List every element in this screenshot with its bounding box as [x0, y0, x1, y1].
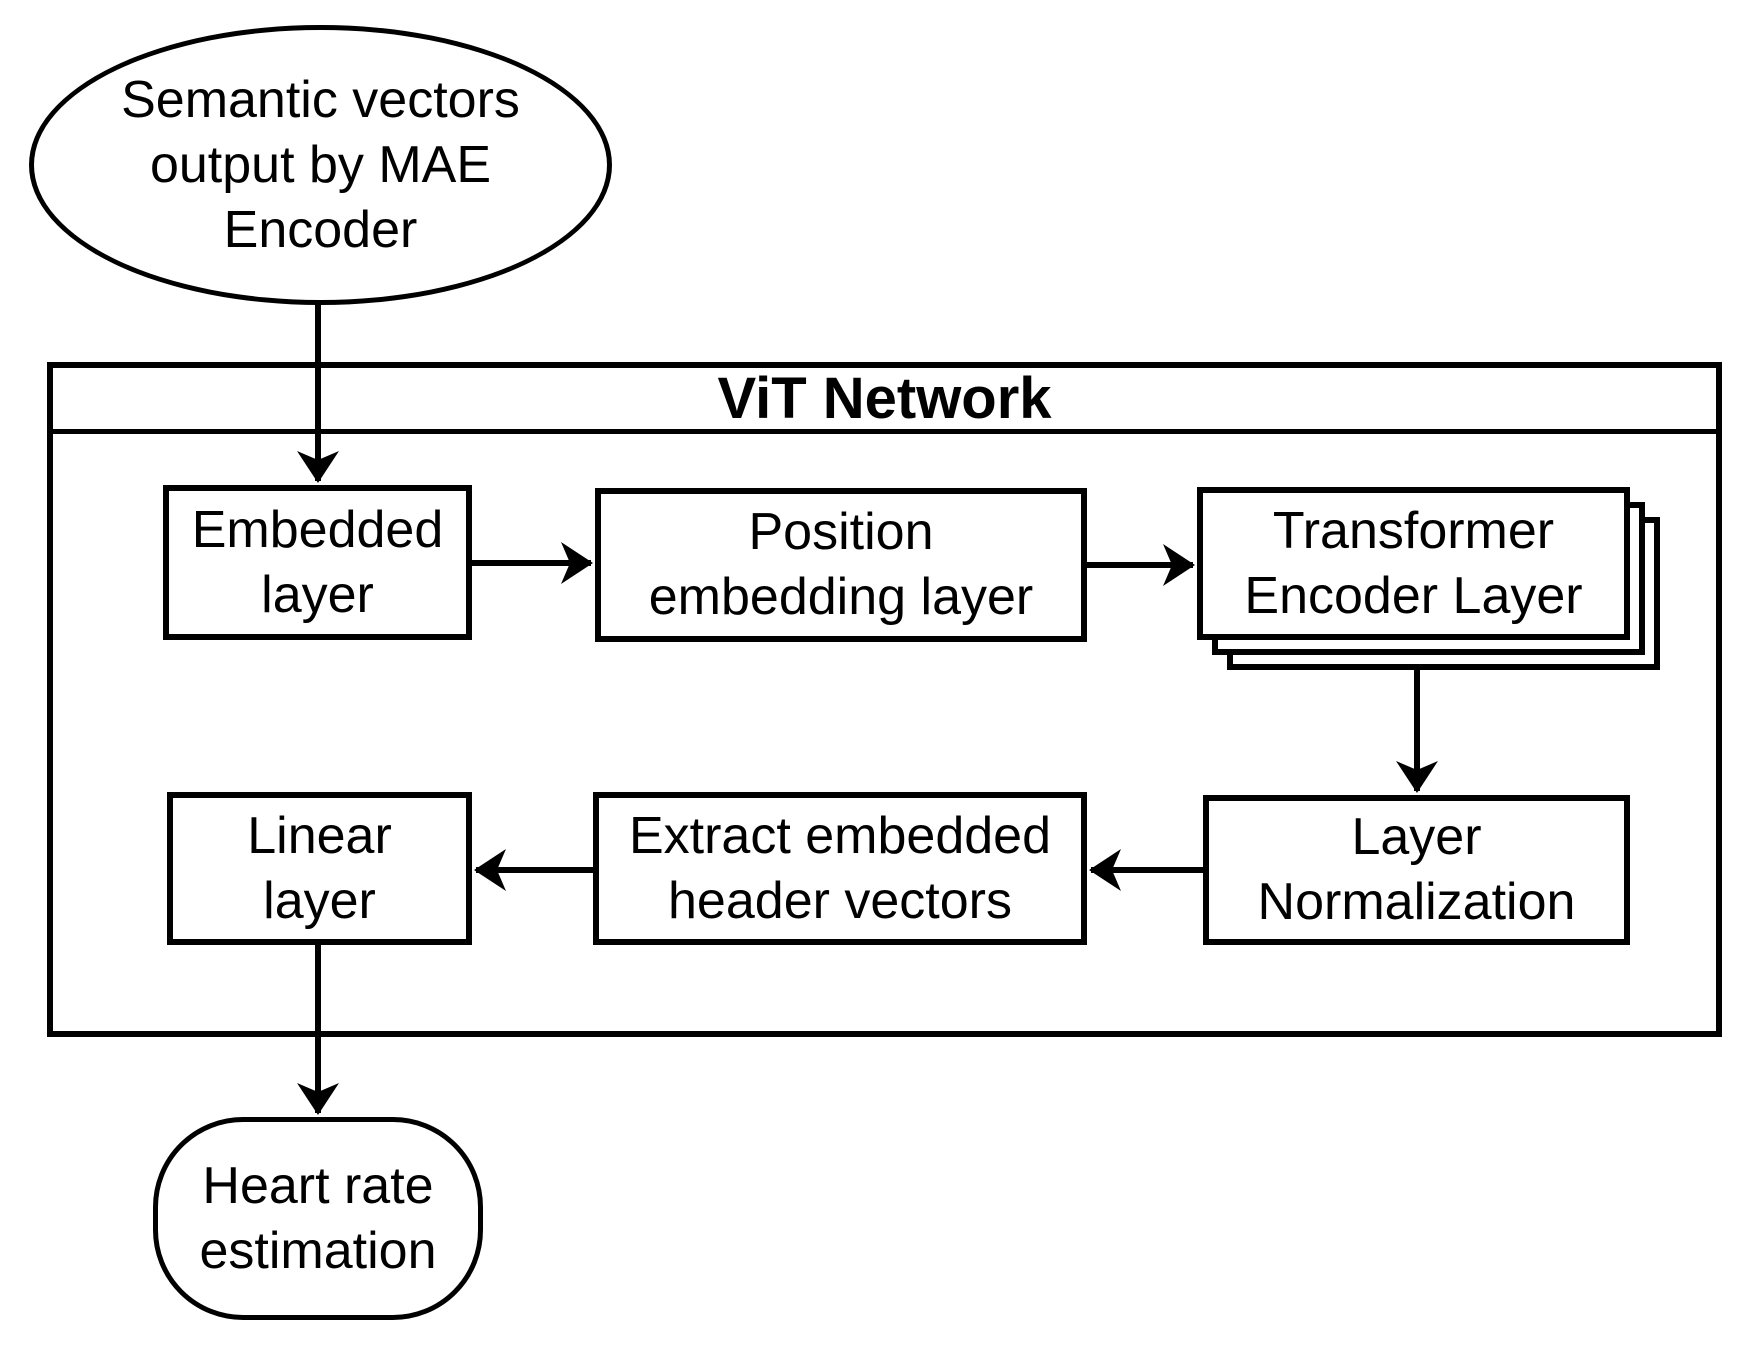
node-label: Layer Normalization	[1257, 808, 1576, 931]
node-semantic-vectors-output-by-mae-encoder: Semantic vectors output by MAE Encoder	[29, 25, 612, 305]
node-linear-layer: Linear layer	[167, 792, 472, 945]
node-label: Transformer Encoder Layer	[1244, 501, 1583, 625]
vit-network-title: ViT Network	[717, 366, 1052, 431]
node-label: Extract embedded header vectors	[628, 806, 1052, 930]
node-label: Linear layer	[247, 806, 392, 930]
node-embedded-layer: Embedded layer	[163, 485, 472, 640]
node-layer-normalization: Layer Normalization	[1203, 795, 1630, 945]
node-label: Heart rate estimation	[199, 1156, 437, 1280]
vit-network-title-bar: ViT Network	[53, 366, 1716, 434]
node-label: Embedded layer	[191, 500, 444, 624]
node-transformer-encoder-layer: Transformer Encoder Layer	[1197, 487, 1630, 640]
node-extract-embedded-header-vectors: Extract embedded header vectors	[593, 792, 1087, 945]
node-label: Position embedding layer	[648, 503, 1034, 626]
node-position-embedding-layer: Position embedding layer	[595, 488, 1087, 642]
node-heart-rate-estimation: Heart rate estimation	[153, 1117, 483, 1320]
node-label: Semantic vectors output by MAE Encoder	[121, 70, 520, 259]
